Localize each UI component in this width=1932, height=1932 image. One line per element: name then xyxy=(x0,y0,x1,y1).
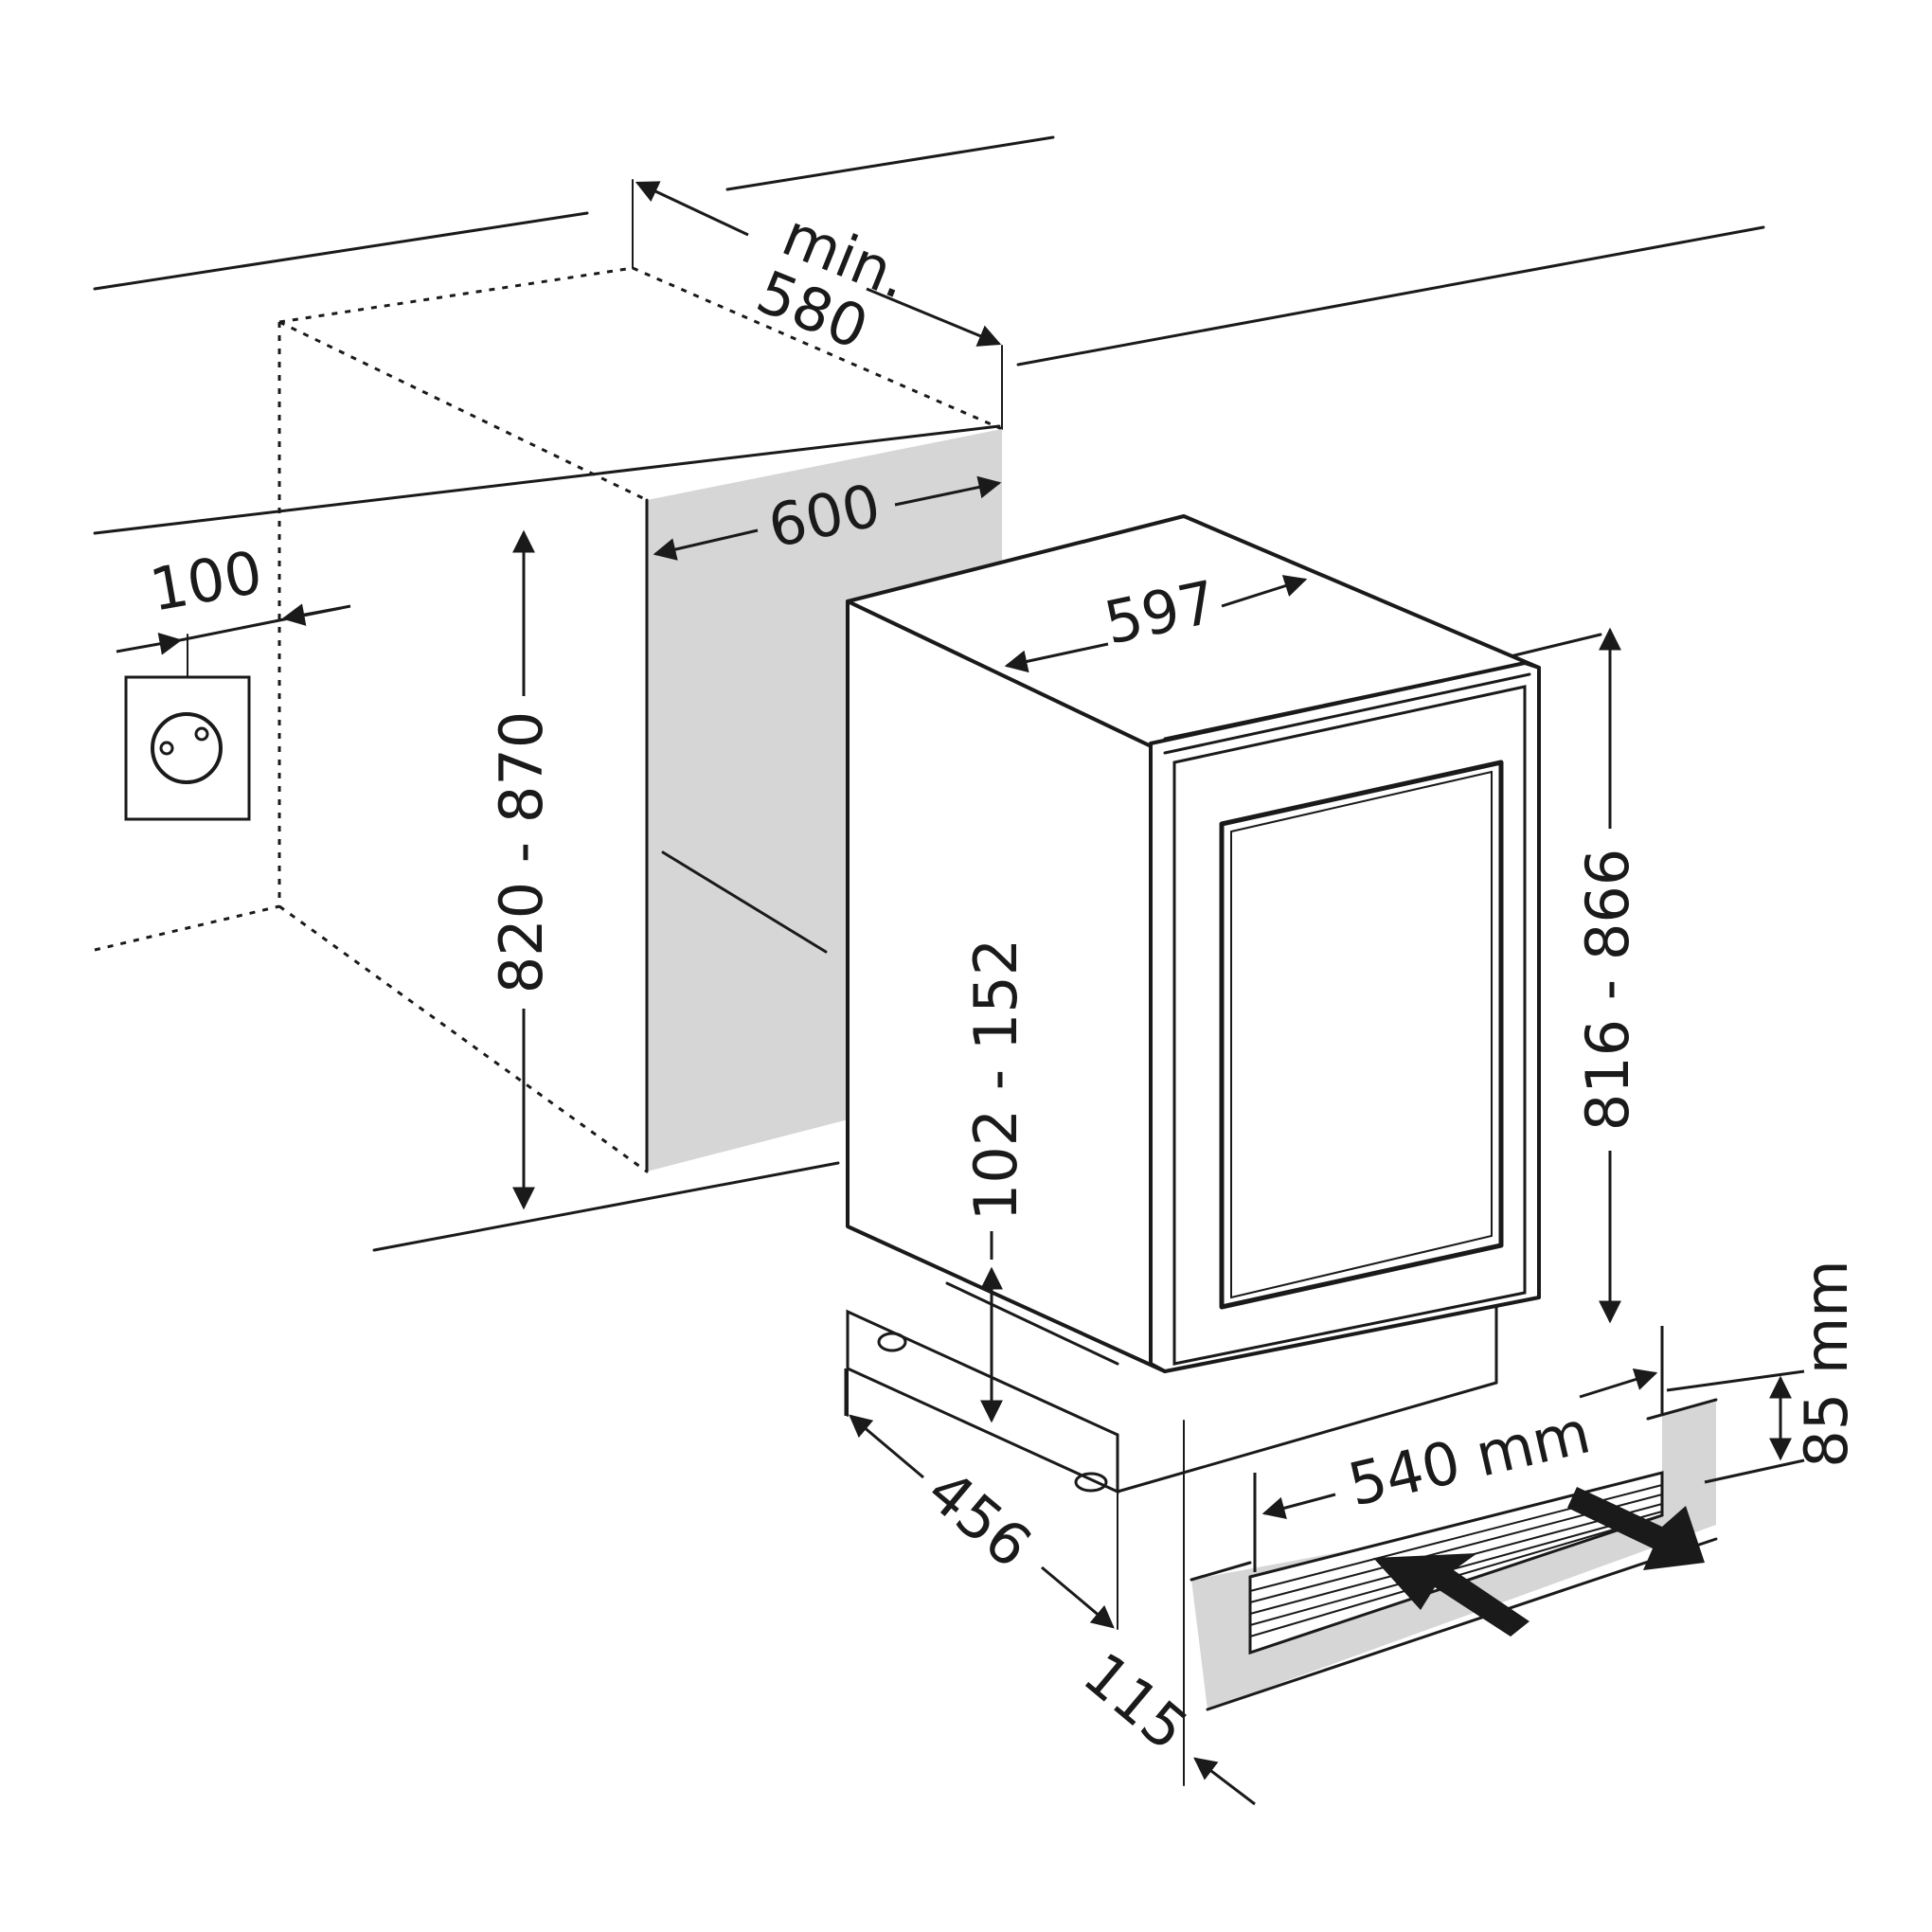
arrow-air-out-icon xyxy=(1567,1487,1705,1570)
arrow-air-in-icon xyxy=(1373,1553,1530,1637)
label-socket-offset: 100 xyxy=(145,537,267,624)
label-door-offset: 115 xyxy=(1070,1639,1201,1764)
countertop-lines xyxy=(93,135,1765,1252)
label-appliance-depth: 456 xyxy=(914,1457,1045,1582)
niche-side-line xyxy=(661,850,828,954)
niche-outline xyxy=(94,179,1003,1173)
label-vent-height: 85 mm xyxy=(1792,1260,1861,1467)
label-plinth-height: 102 - 152 xyxy=(961,939,1030,1221)
appliance-body xyxy=(846,514,1541,1494)
power-socket-icon xyxy=(124,634,251,821)
label-niche-height: 820 - 870 xyxy=(487,711,556,993)
dimension-lines xyxy=(116,181,1805,1806)
floor-lines xyxy=(847,1368,1185,1786)
label-appliance-height: 816 - 866 xyxy=(1573,849,1642,1131)
